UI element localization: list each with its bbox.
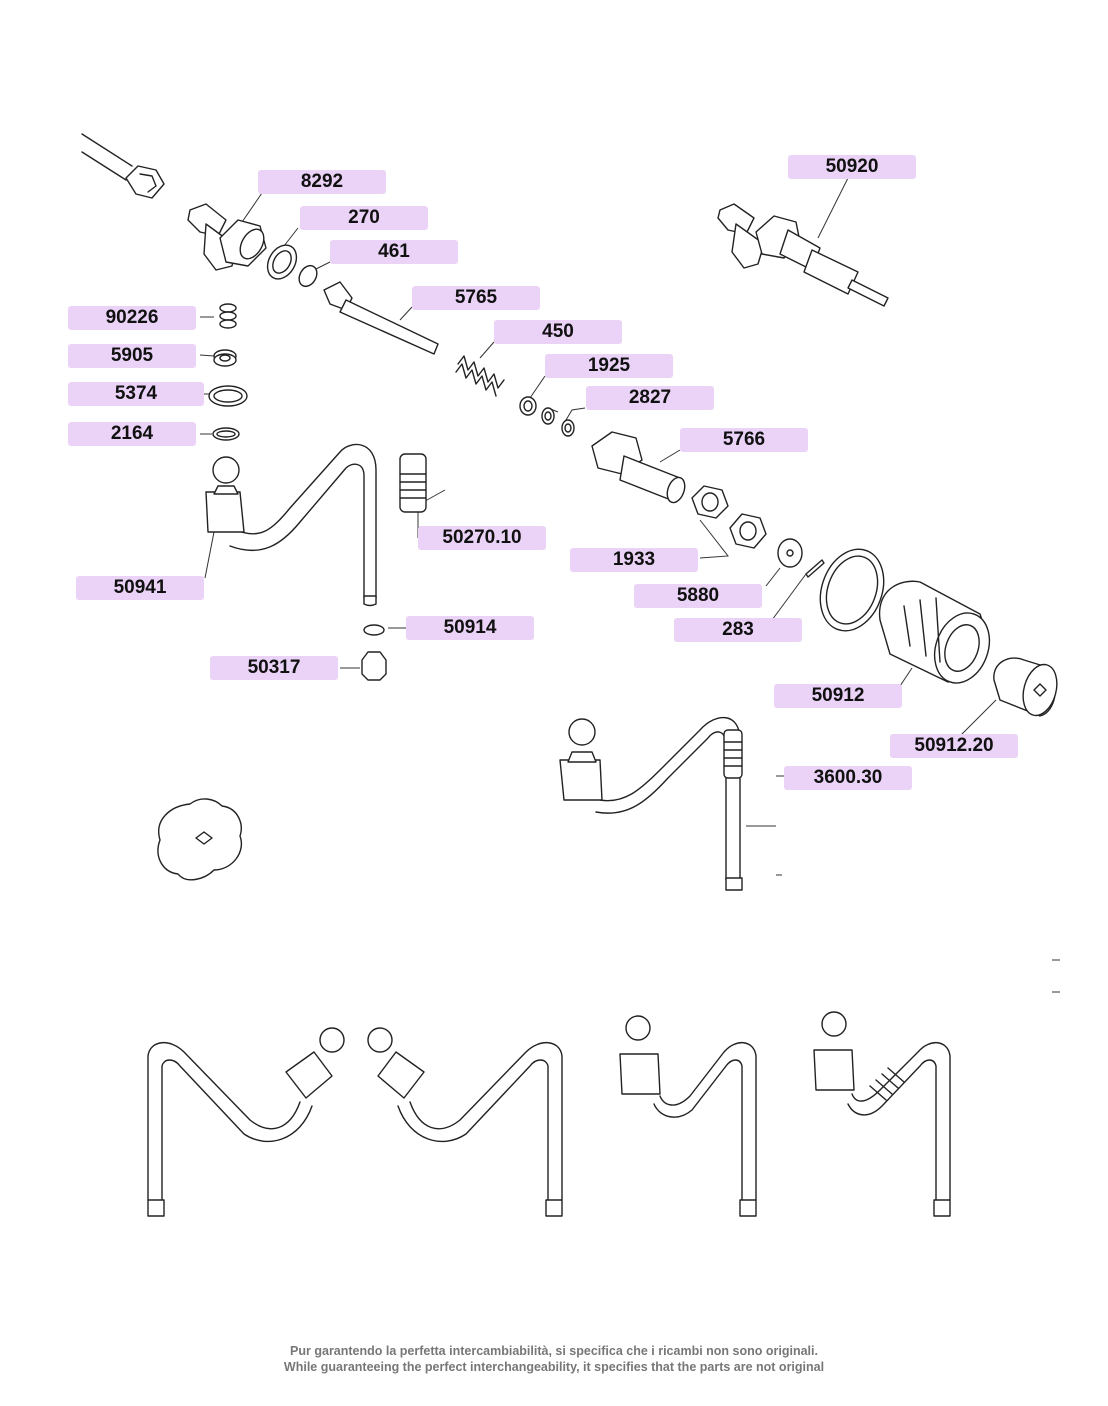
- disclaimer-english: While guaranteeing the perfect interchan…: [283, 1360, 825, 1374]
- disc-461: [298, 264, 318, 288]
- valve-50920: [717, 203, 889, 307]
- pin-283: [805, 559, 825, 578]
- cap-50912: [878, 580, 991, 684]
- label-90226: 90226: [68, 306, 196, 330]
- label-2827: 2827: [586, 386, 714, 410]
- label-8292: 8292: [258, 170, 386, 194]
- bottom-tube-3: [619, 1015, 757, 1217]
- label-5765: 5765: [412, 286, 540, 310]
- washer-2827-a: [541, 407, 555, 425]
- bushing-1925: [519, 396, 537, 416]
- tube-50941: [205, 443, 377, 607]
- label-50270-10: 50270.10: [418, 526, 546, 550]
- label-1925: 1925: [545, 354, 673, 378]
- label-270: 270: [300, 206, 428, 230]
- ring-50914: [363, 624, 385, 636]
- label-50912-20: 50912.20: [890, 734, 1018, 758]
- oring-2164: [212, 427, 240, 441]
- label-283: 283: [674, 618, 802, 642]
- label-3600-30: 3600.30: [784, 766, 912, 790]
- nut-1933-b: [729, 513, 767, 549]
- bottom-tube-4: [813, 1011, 951, 1217]
- label-5766: 5766: [680, 428, 808, 452]
- seal-ring-270: [266, 244, 298, 280]
- pipe-nut: [81, 133, 165, 199]
- disclaimer-italian: Pur garantendo la perfetta intercambiabi…: [290, 1344, 818, 1358]
- label-50912: 50912: [774, 684, 902, 708]
- washer-5880: [777, 538, 803, 568]
- label-1933: 1933: [570, 548, 698, 572]
- label-5905: 5905: [68, 344, 196, 368]
- spring-450: [455, 355, 505, 397]
- sleeve-50270-10: [399, 453, 427, 513]
- bushing-5905: [213, 349, 237, 367]
- stem-5765: [323, 281, 439, 355]
- gasket-50912: [819, 548, 885, 632]
- ferrule-50317: [361, 651, 387, 681]
- label-50914: 50914: [406, 616, 534, 640]
- label-50920: 50920: [788, 155, 916, 179]
- spring-90226: [219, 303, 237, 329]
- knob: [157, 798, 243, 881]
- body-5766: [591, 431, 686, 504]
- label-2164: 2164: [68, 422, 196, 446]
- insert-50912-20: [993, 657, 1058, 717]
- ring-5374: [208, 385, 248, 407]
- tube-3600-30: [559, 716, 743, 891]
- washer-2827-b: [561, 419, 575, 437]
- label-50317: 50317: [210, 656, 338, 680]
- label-461: 461: [330, 240, 458, 264]
- nut-1933-a: [691, 485, 729, 519]
- bottom-tube-2: [367, 1027, 563, 1217]
- label-450: 450: [494, 320, 622, 344]
- label-5374: 5374: [68, 382, 204, 406]
- label-50941: 50941: [76, 576, 204, 600]
- bottom-tube-1: [147, 1027, 345, 1217]
- valve-body-8292: [187, 203, 267, 271]
- label-5880: 5880: [634, 584, 762, 608]
